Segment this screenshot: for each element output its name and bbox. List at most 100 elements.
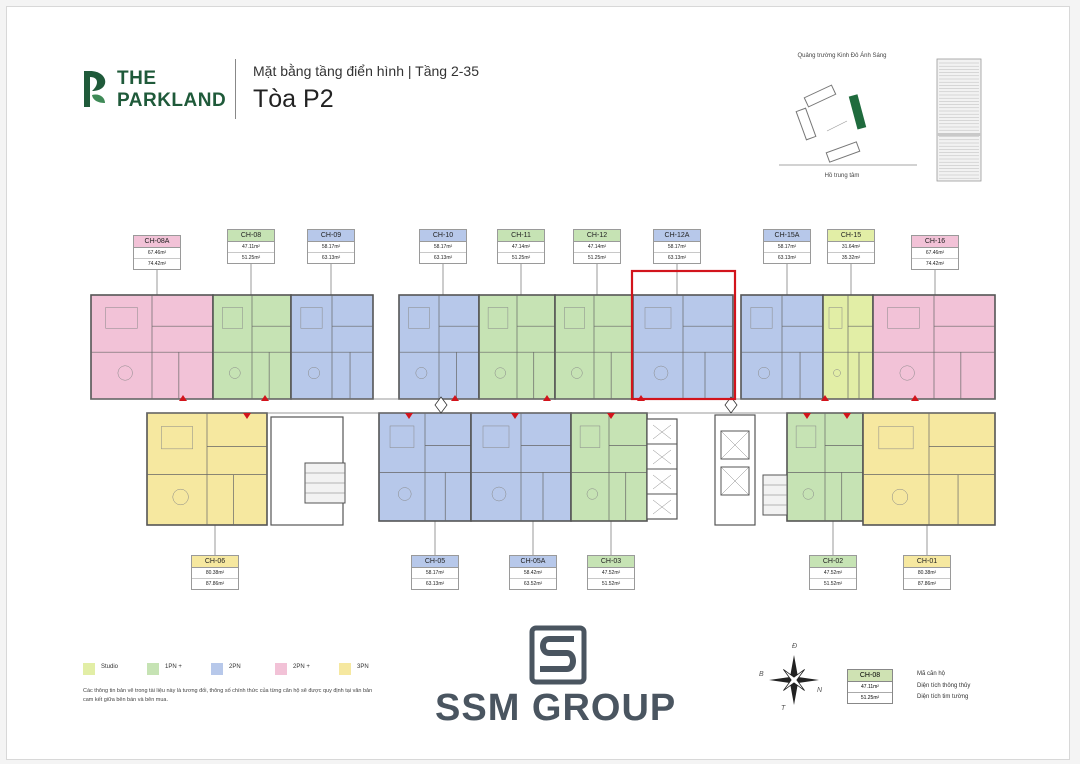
entry-door-marker (543, 395, 551, 401)
unit-gross-area: 87.86m² (205, 581, 225, 587)
unit-gross-area: 63.13m² (777, 255, 797, 261)
unit-ch-12a (632, 294, 734, 400)
logo-line-2: PARKLAND (117, 90, 227, 111)
unit-code: CH-08 (228, 230, 274, 242)
unit-gross-area: 51.52m² (601, 581, 621, 587)
unit-code: CH-15A (764, 230, 810, 242)
compass-north: N (817, 687, 823, 694)
unit-gross-area: 51.25m² (241, 255, 261, 261)
header-separator (235, 59, 236, 119)
entry-door-marker (607, 413, 615, 419)
unit-gross-area: 63.13m² (667, 255, 687, 261)
unit-gross-area: 51.52m² (823, 581, 843, 587)
unit-gross-area: 87.86m² (917, 581, 937, 587)
site-label-lake: Hồ trung tâm (824, 173, 860, 179)
unit-net-area: 80.38m² (904, 568, 950, 579)
unit-net-area: 58.17m² (654, 242, 700, 253)
unit-net-area: 80.38m² (192, 568, 238, 579)
unit-net-area: 58.17m² (420, 242, 466, 253)
unit-gross-area: 63.13m² (425, 581, 445, 587)
unit-code: CH-02 (810, 556, 856, 568)
plan-subtitle: Mặt bằng tầng điển hình | Tầng 2-35 (253, 63, 479, 79)
unit-gross-area: 51.25m² (511, 255, 531, 261)
key-area2-desc: Diện tích tim tường (917, 694, 969, 700)
unit-ch-09 (290, 294, 374, 400)
unit-code: CH-10 (420, 230, 466, 242)
key-sample-label: CH-08 47.11m² 51.25m² (847, 669, 893, 704)
unit-ch-01 (862, 412, 996, 526)
unit-gross-area: 74.42m² (147, 261, 167, 267)
unit-code: CH-05A (510, 556, 556, 568)
unit-highlight-box (630, 269, 737, 401)
parkland-logo: THE PARKLAND (83, 65, 233, 117)
key-area-1: 47.11m² (848, 682, 892, 693)
unit-net-area: 58.17m² (412, 568, 458, 579)
unit-net-area: 31.64m² (828, 242, 874, 253)
elevator-core-east (714, 414, 788, 526)
label-key: CH-08 47.11m² 51.25m² Mã căn hộ Diện tíc… (847, 669, 1027, 709)
key-area-2: 51.25m² (860, 695, 880, 701)
unit-ch-16 (872, 294, 996, 400)
key-code-desc: Mã căn hộ (917, 671, 946, 677)
legend-label: 2PN (229, 664, 241, 670)
unit-ch-06 (146, 412, 268, 526)
legend-label: 1PN + (165, 664, 182, 670)
unit-ch-05 (378, 412, 472, 522)
brand-name: SSM GROUP (435, 687, 677, 729)
tower-p2-marker (848, 94, 867, 130)
entry-door-marker (843, 413, 851, 419)
unit-code: CH-06 (192, 556, 238, 568)
unit-net-area: 47.52m² (810, 568, 856, 579)
building-elevation-icon (929, 55, 989, 185)
entry-door-marker (179, 395, 187, 401)
unit-gross-area: 63.13m² (321, 255, 341, 261)
unit-ch-15 (822, 294, 874, 400)
unit-net-area: 58.17m² (764, 242, 810, 253)
entry-door-marker (821, 395, 829, 401)
site-plan-diagram: Quảng trường Kinh Đô Ánh Sáng Hồ trung t… (767, 49, 917, 189)
unit-gross-area: 63.52m² (523, 581, 543, 587)
unit-code: CH-09 (308, 230, 354, 242)
unit-net-area: 47.11m² (228, 242, 274, 253)
unit-ch-15a (740, 294, 824, 400)
unit-ch-11 (478, 294, 556, 400)
unit-ch-08a (90, 294, 214, 400)
compass-east: Đ (792, 643, 798, 650)
elevator-core-center (646, 418, 678, 520)
compass-west: B (759, 671, 764, 678)
unit-net-area: 58.17m² (308, 242, 354, 253)
key-area1-desc: Diện tích thông thủy (917, 683, 971, 689)
disclaimer-note: Các thông tin bản vẽ trong tài liệu này … (83, 688, 373, 703)
entry-door-marker (911, 395, 919, 401)
unit-net-area: 67.46m² (134, 248, 180, 259)
legend-label: Studio (101, 664, 119, 670)
ssm-logo-icon (529, 625, 587, 685)
entry-door-marker (511, 413, 519, 419)
unit-ch-02 (786, 412, 864, 522)
plan-title: Tòa P2 (253, 85, 334, 113)
unit-gross-area: 35.32m² (841, 255, 861, 261)
legend-swatch (211, 663, 223, 675)
unit-code: CH-12 (574, 230, 620, 242)
entry-door-marker (451, 395, 459, 401)
unit-code: CH-15 (828, 230, 874, 242)
parkland-leaf-icon (84, 71, 106, 107)
unit-code: CH-12A (654, 230, 700, 242)
floor-plan-diagram (90, 263, 996, 555)
logo-line-1: THE (117, 68, 157, 89)
unit-net-area: 58.42m² (510, 568, 556, 579)
